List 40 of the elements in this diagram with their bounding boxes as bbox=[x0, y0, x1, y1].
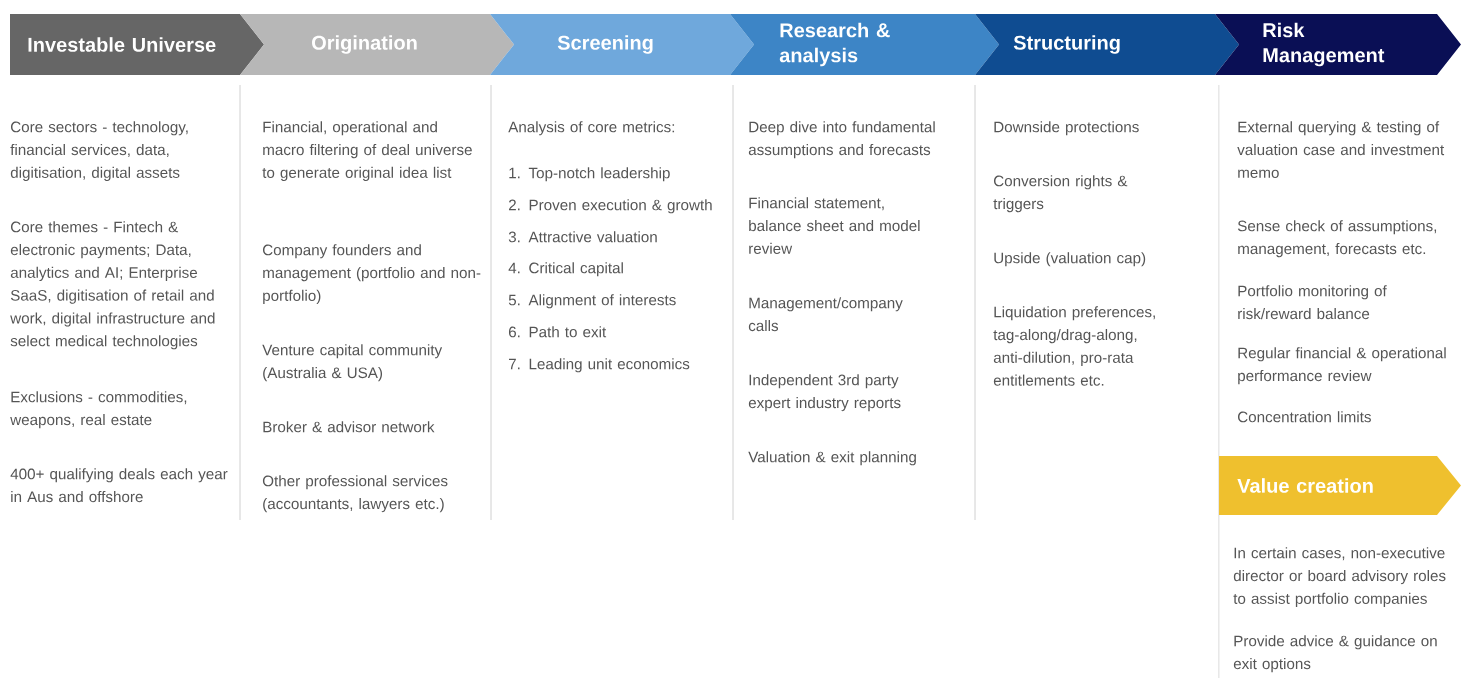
body-text: Exclusions - commodities, weapons, real estate bbox=[10, 391, 187, 429]
body-text: Financial, operational and macro filtering of deal universe to generate original idea list bbox=[262, 121, 472, 181]
step-banner: Origination bbox=[240, 14, 514, 75]
body-text: 7. Leading unit economics bbox=[509, 358, 690, 373]
body-text: Venture capital community (Australia & USA) bbox=[262, 344, 443, 382]
body-text: Portfolio monitoring of risk/reward balance bbox=[1238, 285, 1387, 320]
body-text: Conversion rights & triggers bbox=[993, 175, 1128, 213]
step-banner: Research & analysis bbox=[730, 14, 999, 75]
step-banner: Investable Universe bbox=[10, 14, 264, 75]
body-text: Deep dive into fundamental assumptions and forecasts bbox=[748, 121, 935, 159]
body-text: 4. Critical capital bbox=[508, 262, 623, 277]
body-text: 2. Proven execution & growth bbox=[509, 199, 712, 214]
step-banner: Risk Management bbox=[1215, 14, 1461, 75]
body-text: Liquidation preferences, tag-along/drag-along, anti-dilution, pro-rata entitlements etc. bbox=[993, 306, 1155, 386]
body-text: 1. Top-notch leadership bbox=[509, 167, 670, 182]
body-text: Core themes - Fintech & electronic payments; Data, analytics and AI; Enterprise SaaS, digitisation of retail and work, digital infrastructure and select medical technologies bbox=[10, 221, 215, 350]
body-text: Management/company calls bbox=[748, 297, 903, 332]
body-text: Analysis of core metrics: bbox=[508, 121, 675, 136]
body-text: 400+ qualifying deals each year in Aus and offshore bbox=[10, 468, 228, 503]
body-text: Concentration limits bbox=[1238, 411, 1371, 423]
step-banner: Screening bbox=[490, 14, 754, 75]
body-text: Other professional services (accountants, lawyers etc.) bbox=[262, 475, 448, 513]
body-text: In certain cases, non-executive director or board advisory roles to assist portfolio companies bbox=[1233, 547, 1446, 607]
body-text: Independent 3rd party expert industry reports bbox=[748, 374, 901, 412]
body-text: Provide advice & guidance on exit options bbox=[1233, 635, 1437, 673]
body-text: Financial statement, balance sheet and model review bbox=[749, 197, 920, 254]
body-text: 6. Path to exit bbox=[509, 326, 607, 338]
body-text: Valuation & exit planning bbox=[748, 451, 916, 466]
body-text: 5. Alignment of interests bbox=[508, 294, 676, 309]
body-text: Core sectors - technology, financial services, data, digitisation, digital assets bbox=[10, 121, 188, 181]
body-text: Downside protections bbox=[994, 121, 1139, 136]
body-text: 3. Attractive valuation bbox=[508, 231, 657, 243]
step-banner: Value creation bbox=[1219, 456, 1461, 515]
body-text: Company founders and management (portfolio and non-portfolio) bbox=[262, 244, 481, 304]
body-text: Regular financial & operational performance review bbox=[1238, 347, 1446, 385]
body-text: Broker & advisor network bbox=[263, 421, 435, 433]
body-text: Sense check of assumptions, management, forecasts etc. bbox=[1237, 220, 1437, 258]
step-banner: Structuring bbox=[975, 14, 1239, 75]
body-text: Upside (valuation cap) bbox=[994, 252, 1146, 267]
body-text: External querying & testing of valuation case and investment memo bbox=[1237, 121, 1445, 178]
